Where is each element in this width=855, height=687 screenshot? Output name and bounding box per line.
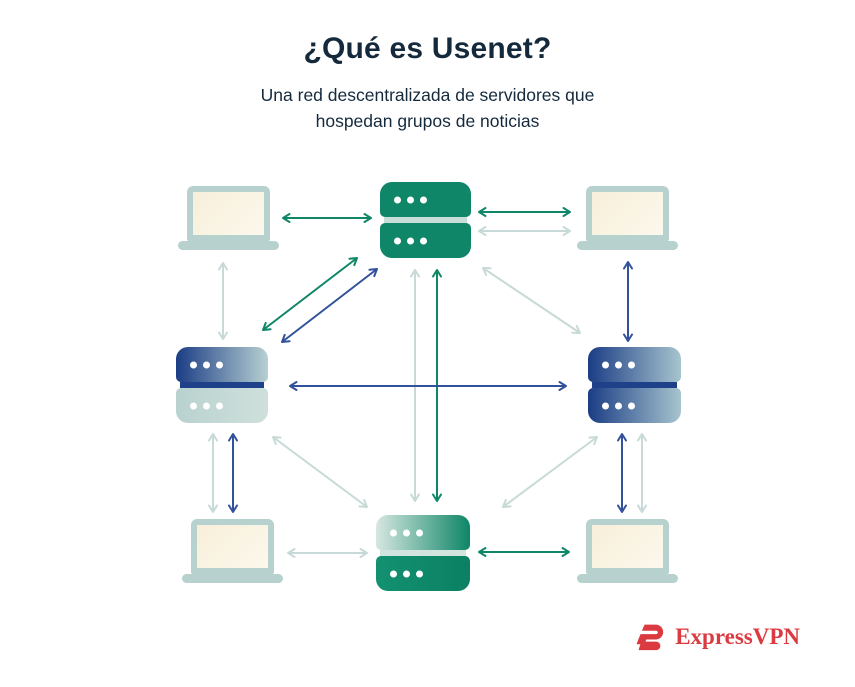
server-light-dot: [416, 529, 423, 536]
page-title: ¿Qué es Usenet?: [303, 32, 552, 65]
server-top: [380, 182, 471, 258]
expressvpn-wordmark: ExpressVPN: [675, 624, 800, 649]
server-light-dot: [628, 402, 635, 409]
laptop-screen: [586, 519, 669, 574]
connection-arrow-pale: [502, 436, 598, 508]
expressvpn-logo: ExpressVPN: [633, 622, 800, 652]
laptop-screen: [187, 186, 270, 241]
server-lights: [602, 361, 635, 368]
laptop-screen: [586, 186, 669, 241]
connection-arrow-green: [262, 257, 358, 331]
server-slab-bottom: [380, 223, 471, 258]
laptop-base: [178, 241, 279, 250]
server-light-dot: [615, 361, 622, 368]
server-slab-top: [376, 515, 470, 550]
laptop-base: [577, 574, 678, 583]
laptop-screen: [191, 519, 274, 574]
server-left: [176, 347, 268, 423]
server-light-dot: [602, 361, 609, 368]
laptop-bottom-left: [182, 519, 283, 583]
server-light-dot: [390, 570, 397, 577]
server-light-dot: [216, 402, 223, 409]
server-lights: [390, 570, 423, 577]
server-lights: [190, 402, 223, 409]
server-lights: [394, 237, 427, 244]
server-light-dot: [416, 570, 423, 577]
server-right: [588, 347, 681, 423]
server-light-dot: [403, 529, 410, 536]
header: ¿Qué es Usenet? Una red descentralizada …: [0, 0, 855, 135]
server-light-dot: [407, 196, 414, 203]
server-light-dot: [203, 402, 210, 409]
server-lights: [602, 402, 635, 409]
server-light-dot: [394, 196, 401, 203]
server-slab-bottom: [588, 388, 681, 423]
server-light-dot: [420, 237, 427, 244]
server-slab-top: [380, 182, 471, 217]
page-subtitle: Una red descentralizada de servidores qu…: [0, 82, 855, 135]
server-light-dot: [602, 402, 609, 409]
connection-arrow-blue: [281, 268, 378, 343]
server-light-dot: [420, 196, 427, 203]
server-slab-bottom: [176, 388, 268, 423]
connection-arrow-pale: [272, 436, 368, 508]
server-divider: [380, 550, 466, 556]
server-light-dot: [403, 570, 410, 577]
server-slab-bottom: [376, 556, 470, 591]
expressvpn-logo-icon: [633, 622, 667, 652]
laptop-base: [182, 574, 283, 583]
server-light-dot: [216, 361, 223, 368]
server-light-dot: [394, 237, 401, 244]
laptop-top-left: [178, 186, 279, 250]
server-light-dot: [190, 402, 197, 409]
server-divider: [592, 382, 677, 388]
laptop-base: [577, 241, 678, 250]
server-light-dot: [190, 361, 197, 368]
server-slab-top: [588, 347, 681, 382]
server-lights: [390, 529, 423, 536]
server-light-dot: [628, 361, 635, 368]
server-lights: [394, 196, 427, 203]
server-light-dot: [390, 529, 397, 536]
server-light-dot: [203, 361, 210, 368]
server-light-dot: [407, 237, 414, 244]
server-divider: [180, 382, 264, 388]
connection-arrow-pale: [482, 267, 581, 334]
laptop-top-right: [577, 186, 678, 250]
subtitle-line-2: hospedan grupos de noticias: [315, 111, 540, 132]
laptop-bottom-right: [577, 519, 678, 583]
server-slab-top: [176, 347, 268, 382]
server-bottom: [376, 515, 470, 591]
server-divider: [384, 217, 467, 223]
subtitle-line-1: Una red descentralizada de servidores qu…: [260, 85, 595, 105]
server-lights: [190, 361, 223, 368]
server-light-dot: [615, 402, 622, 409]
